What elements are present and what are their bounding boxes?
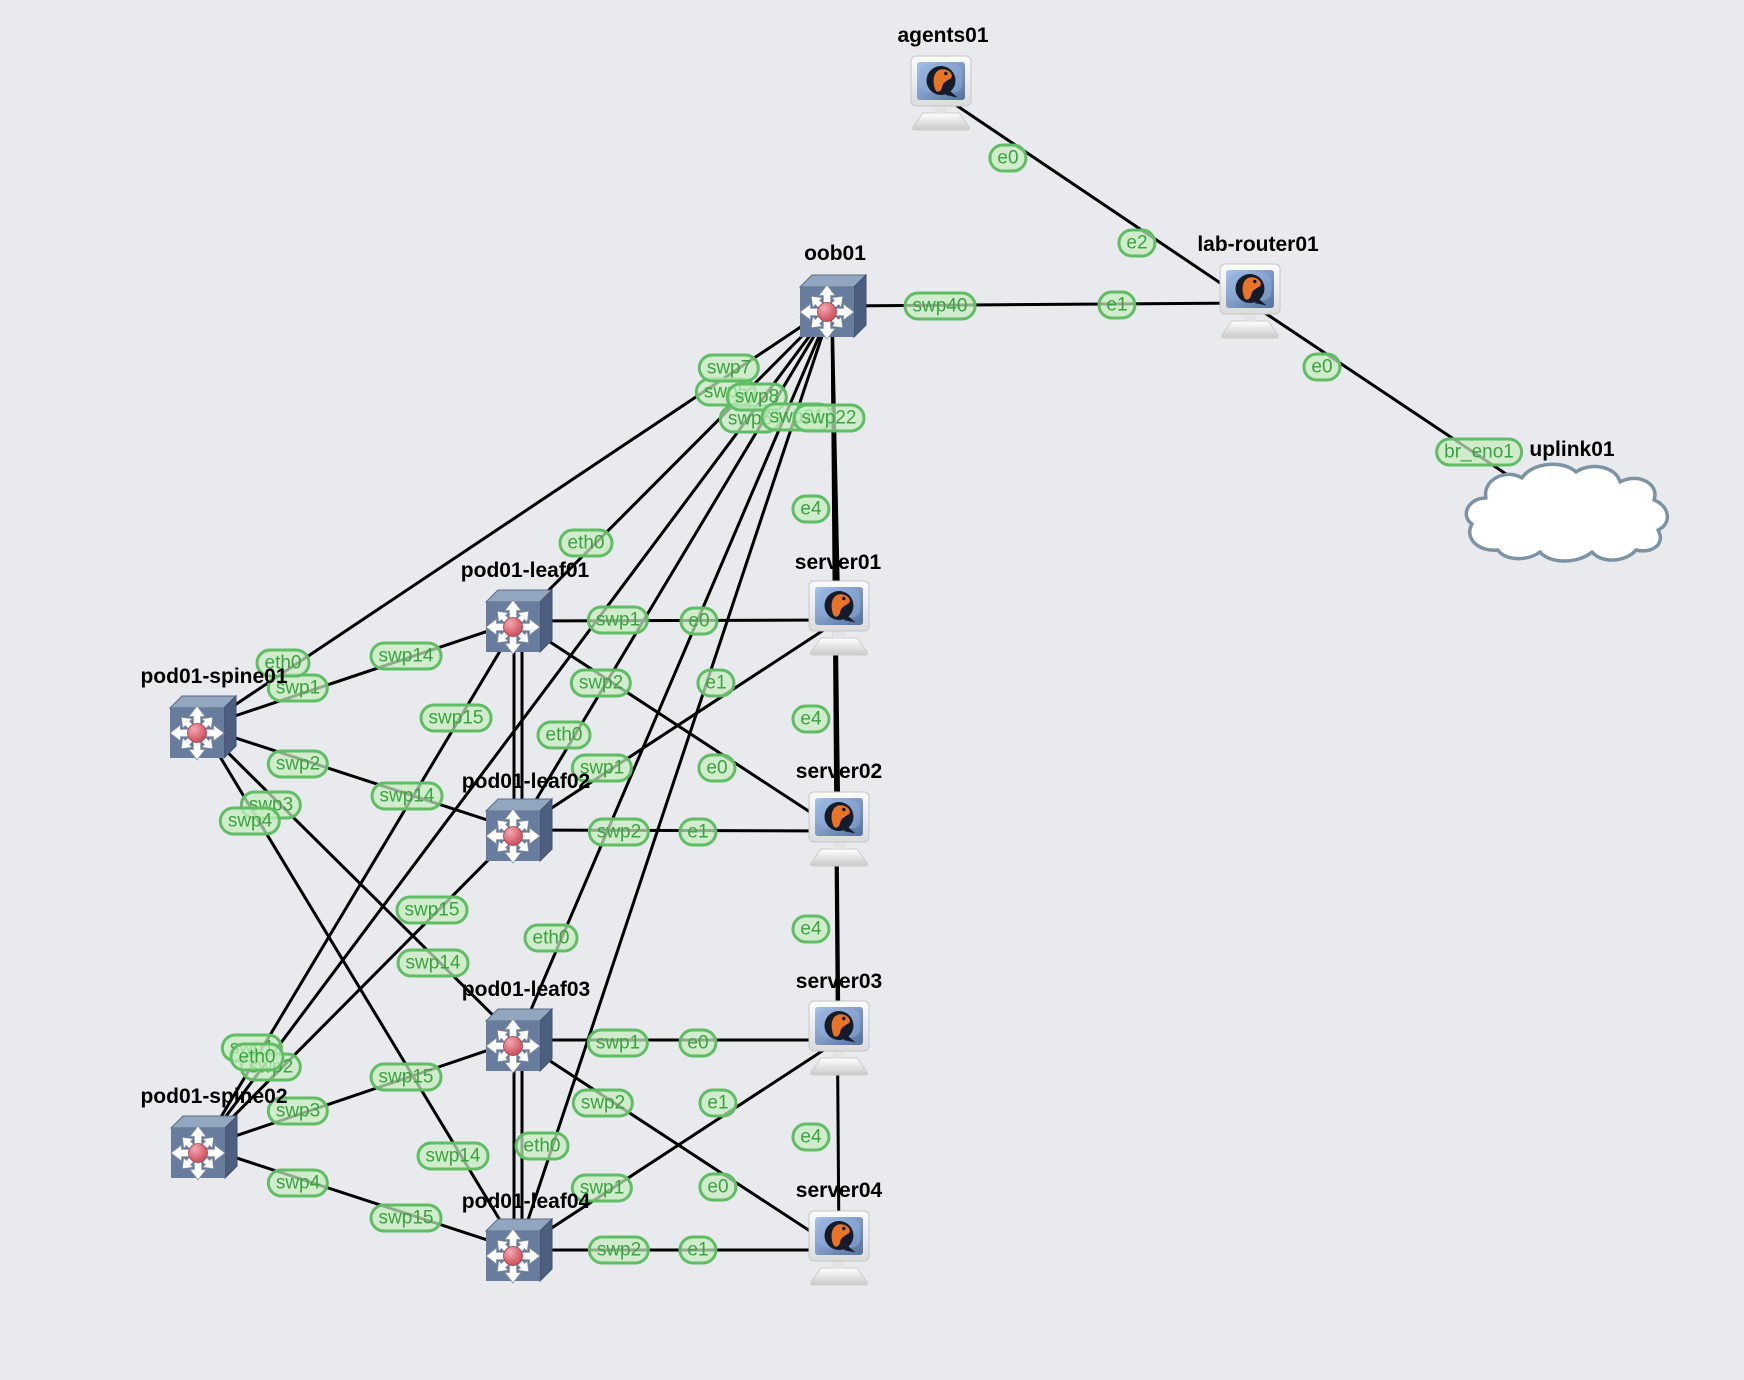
interface-label-e4[interactable]: e4	[791, 1122, 831, 1152]
interface-label-swp1[interactable]: swp1	[586, 605, 650, 635]
host-icon node-server01[interactable]	[808, 580, 870, 656]
link-pod01-leaf02-server01[interactable]	[517, 618, 840, 832]
interface-label-eth0[interactable]: eth0	[523, 923, 579, 953]
node-label-uplink01[interactable]: uplink01	[1529, 438, 1615, 461]
interface-label-e1[interactable]: e1	[1097, 290, 1137, 320]
switch-icon node-pod01-leaf03[interactable]	[486, 1009, 552, 1073]
link-oob01-server04[interactable]	[830, 305, 841, 1251]
link-oob01-pod01-leaf01[interactable]	[516, 304, 834, 623]
interface-label-e4[interactable]: e4	[791, 914, 831, 944]
interface-label-swp7[interactable]: swp7	[697, 353, 761, 383]
interface-label-swp15[interactable]: swp15	[369, 1203, 443, 1233]
nodes-layer	[170, 55, 1670, 1286]
interface-label-swp2[interactable]: swp2	[569, 668, 633, 698]
interface-label-e2[interactable]: e2	[1117, 228, 1157, 258]
node-label-agents01[interactable]: agents01	[897, 24, 989, 47]
switch-icon node-pod01-spine02[interactable]	[171, 1116, 237, 1180]
host-icon node-server04[interactable]	[808, 1210, 870, 1286]
interface-label-e4[interactable]: e4	[791, 704, 831, 734]
host-icon node-agents01[interactable]	[910, 55, 972, 131]
switch-icon node-pod01-leaf01[interactable]	[486, 590, 552, 654]
interface-label-e1[interactable]: e1	[698, 1088, 738, 1118]
interface-label-swp22[interactable]: swp22	[792, 403, 866, 433]
switch-icon node-pod01-leaf04[interactable]	[486, 1219, 552, 1283]
node-label-pod01-leaf02[interactable]: pod01-leaf02	[461, 770, 591, 793]
node-label-server01[interactable]: server01	[794, 551, 882, 574]
node-label-pod01-leaf03[interactable]: pod01-leaf03	[461, 978, 591, 1001]
interface-label-e0[interactable]: e0	[698, 1172, 738, 1202]
interface-label-swp1[interactable]: swp1	[570, 753, 634, 783]
interface-label-eth0[interactable]: eth0	[255, 648, 311, 678]
link-pod01-leaf04-server03[interactable]	[517, 1038, 840, 1252]
interface-label-swp14[interactable]: swp14	[416, 1141, 490, 1171]
node-label-pod01-leaf01[interactable]: pod01-leaf01	[460, 559, 590, 582]
interface-label-swp3[interactable]: swp3	[266, 1096, 330, 1126]
link-pod01-spine01-pod01-leaf02[interactable]	[201, 725, 519, 832]
host-icon node-server03[interactable]	[808, 1000, 870, 1076]
node-label-server04[interactable]: server04	[795, 1179, 883, 1202]
link-pod01-spine02-pod01-leaf04[interactable]	[202, 1145, 519, 1252]
interface-label-e0[interactable]: e0	[697, 753, 737, 783]
host-icon node-server02[interactable]	[808, 791, 870, 867]
interface-label-swp15[interactable]: swp15	[419, 703, 493, 733]
interface-label-swp14[interactable]: swp14	[369, 641, 443, 671]
interface-label-swp14[interactable]: swp14	[370, 781, 444, 811]
interface-label-swp2[interactable]: swp2	[587, 1235, 651, 1265]
interface-label-swp15[interactable]: swp15	[369, 1062, 443, 1092]
interface-label-e4[interactable]: e4	[791, 494, 831, 524]
node-label-server02[interactable]: server02	[795, 760, 883, 783]
interface-label-swp15[interactable]: swp15	[395, 895, 469, 925]
link-pod01-spine01-pod01-leaf01[interactable]	[201, 619, 519, 729]
interface-label-swp1[interactable]: swp1	[266, 673, 330, 703]
link-oob01-pod01-spine02[interactable]	[201, 305, 834, 1148]
interface-label-br_eno1[interactable]: br_eno1	[1435, 437, 1523, 467]
interface-label-swp14[interactable]: swp14	[396, 948, 470, 978]
node-label-pod01-spine01[interactable]: pod01-spine01	[140, 665, 288, 688]
switch-icon node-pod01-leaf02[interactable]	[486, 799, 552, 863]
interface-label-swp4[interactable]: swp4	[266, 1168, 330, 1198]
interface-label-swp40[interactable]: swp40	[903, 291, 977, 321]
interface-label-e1[interactable]: e1	[678, 817, 718, 847]
link-oob01-pod01-leaf04[interactable]	[516, 305, 834, 1251]
host-icon node-lab-router01[interactable]	[1219, 263, 1281, 339]
interface-label-e0[interactable]: e0	[1302, 352, 1342, 382]
node-label-oob01[interactable]: oob01	[804, 242, 866, 265]
link-agents01-lab-router01[interactable]	[940, 93, 1251, 305]
link-pod01-leaf01-server01[interactable]	[517, 618, 840, 623]
node-label-server03[interactable]: server03	[795, 970, 883, 993]
interface-label-eth0[interactable]: eth0	[229, 1042, 285, 1072]
interface-label-swp2[interactable]: swp2	[587, 817, 651, 847]
cloud-icon node-uplink01[interactable]	[1464, 462, 1670, 563]
interface-label-swp4[interactable]: swp4	[218, 806, 282, 836]
interface-label-swp2[interactable]: swp2	[571, 1088, 635, 1118]
interface-label-swp2[interactable]: swp2	[266, 749, 330, 779]
node-label-pod01-leaf04[interactable]: pod01-leaf04	[461, 1190, 591, 1213]
interface-label-e1[interactable]: e1	[696, 668, 736, 698]
interface-label-swp1[interactable]: swp1	[586, 1028, 650, 1058]
switch-icon node-pod01-spine01[interactable]	[170, 696, 236, 760]
interface-label-swp1[interactable]: swp1	[570, 1173, 634, 1203]
interface-label-eth0[interactable]: eth0	[514, 1131, 570, 1161]
interface-label-e0[interactable]: e0	[988, 143, 1028, 173]
interface-label-e0[interactable]: e0	[679, 606, 719, 636]
interface-label-e1[interactable]: e1	[678, 1235, 718, 1265]
node-label-lab-router01[interactable]: lab-router01	[1197, 233, 1319, 256]
switch-icon node-oob01[interactable]	[800, 275, 866, 339]
link-oob01-lab-router01[interactable]	[831, 301, 1251, 308]
node-label-pod01-spine02[interactable]: pod01-spine02	[140, 1085, 288, 1108]
interface-label-eth0[interactable]: eth0	[558, 528, 614, 558]
interface-label-e0[interactable]: e0	[678, 1028, 718, 1058]
link-pod01-spine02-pod01-leaf02[interactable]	[201, 828, 520, 1149]
interface-label-eth0[interactable]: eth0	[536, 720, 592, 750]
link-pod01-spine02-pod01-leaf03[interactable]	[202, 1038, 519, 1149]
